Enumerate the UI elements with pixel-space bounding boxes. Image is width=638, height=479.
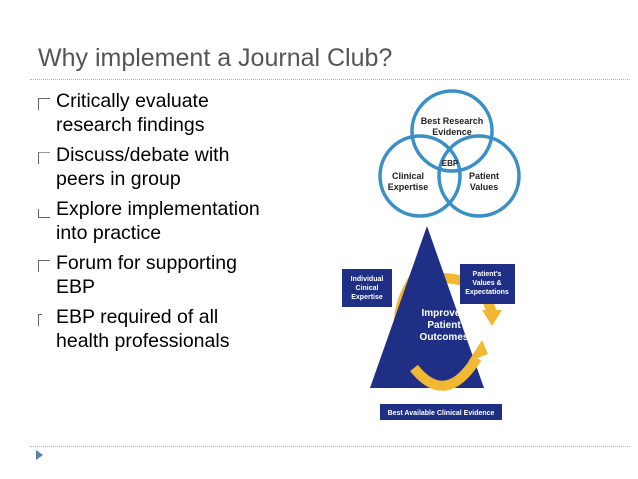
venn-label-right-1: Patient: [469, 171, 499, 181]
bullet-box-icon: [38, 209, 50, 218]
clinical-expertise-label-2: Cinical: [356, 285, 379, 292]
bullet-line: research findings: [56, 113, 205, 136]
clinical-expertise-box: [342, 269, 392, 307]
patient-values-label-1: Patient's: [473, 271, 502, 278]
bullet-box-icon: [38, 152, 50, 164]
patient-values-box: [460, 264, 515, 304]
bullet-line: Forum for supporting: [56, 252, 237, 274]
venn-label-top-2: Evidence: [432, 127, 472, 137]
ebp-diagram: Best Research Evidence EBP Clinical Expe…: [342, 89, 521, 420]
footer-divider: [30, 446, 630, 447]
bullet-line: into practice: [56, 221, 162, 244]
venn-circle-right: [437, 134, 521, 218]
bullet-line: peers in group: [56, 167, 181, 190]
clinical-expertise-label-1: Individual: [351, 276, 384, 283]
bullet-box-icon: [38, 260, 50, 272]
venn-label-left-1: Clinical: [392, 171, 424, 181]
bullet-item: Discuss/debate with peers in group: [34, 144, 324, 191]
cycle-arrow-bottom: [410, 355, 482, 391]
venn-label-center: EBP: [442, 159, 459, 168]
venn-label-left-2: Expertise: [388, 182, 429, 192]
outcome-label-3: Outcomes: [420, 332, 469, 343]
cycle-arrowhead-bottom: [468, 340, 488, 362]
outcomes-triangle: [370, 226, 484, 388]
bullet-item: EBP required of all health professionals: [34, 306, 324, 353]
patient-values-label-3: Expectations: [465, 289, 509, 296]
patient-values-label-2: Values &: [472, 280, 501, 287]
bullet-item: Critically evaluate research findings: [34, 90, 324, 137]
bullet-item: Forum for supporting EBP: [34, 252, 324, 299]
clinical-evidence-box: [380, 404, 502, 420]
bullet-box-icon: [38, 314, 42, 326]
venn-label-right-2: Values: [470, 182, 499, 192]
bullet-line: Explore implementation: [56, 198, 260, 220]
bullet-item: Explore implementation into practice: [34, 198, 324, 245]
outcomes-diagram: Improved Patient Outcomes Individual Cin…: [342, 226, 515, 420]
clinical-evidence-label: Best Available Clinical Evidence: [388, 410, 495, 417]
title-divider: [30, 79, 630, 80]
slide-marker-icon: [36, 450, 43, 460]
clinical-expertise-label-3: Expertise: [351, 294, 383, 301]
outcome-label-2: Patient: [427, 320, 461, 331]
venn-circle-left: [378, 134, 462, 218]
bullet-line: Critically evaluate: [56, 90, 209, 112]
cycle-arrowhead-right: [482, 310, 502, 326]
bullet-line: Discuss/debate with: [56, 144, 230, 166]
venn-circle-top: [410, 89, 494, 173]
bullet-list: Critically evaluate research findings Di…: [34, 90, 324, 360]
bullet-line: health professionals: [56, 329, 230, 352]
venn-diagram: [378, 89, 521, 218]
bullet-box-icon: [38, 98, 50, 110]
outcome-label-1: Improved: [421, 308, 466, 319]
bullet-line: EBP required of all: [56, 306, 219, 328]
slide-title: Why implement a Journal Club?: [38, 44, 393, 72]
venn-label-top-1: Best Research: [421, 116, 484, 126]
bullet-line: EBP: [56, 275, 96, 298]
